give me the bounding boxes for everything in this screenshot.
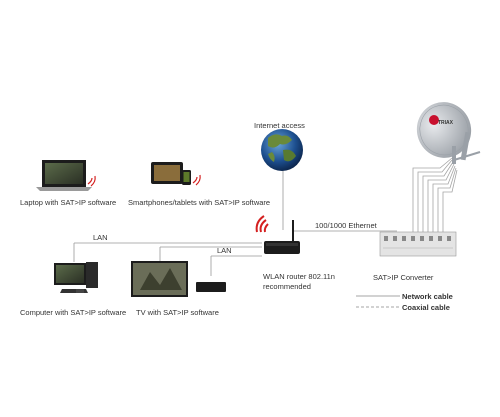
- legend-network-label: Network cable: [402, 292, 453, 301]
- router-icon: [255, 215, 300, 254]
- legend-coaxial-label: Coaxial cable: [402, 303, 450, 312]
- router-label-line1: WLAN router 802.11n: [263, 272, 335, 281]
- satip-converter-icon: [379, 231, 457, 257]
- lan-label-top: LAN: [93, 233, 108, 242]
- tablet-wifi-icon: [192, 174, 201, 186]
- globe-icon: [261, 129, 303, 171]
- legend-lines: [356, 295, 400, 308]
- ethernet-label: 100/1000 Ethernet: [315, 221, 377, 230]
- set-top-box-icon: [196, 282, 226, 292]
- computer-label: Computer with SAT>IP software: [20, 308, 127, 317]
- router-label-line2: recommended: [263, 282, 311, 291]
- coaxial-cables: [412, 157, 458, 232]
- laptop-label: Laptop with SAT>IP software: [20, 198, 117, 207]
- desktop-computer-icon: [54, 262, 98, 293]
- network-cables: [73, 170, 397, 276]
- laptop-wifi-icon: [87, 175, 96, 187]
- dish-brand-label: TRIAX: [438, 120, 454, 126]
- smartphones-label: Smartphones/tablets with SAT>IP software: [128, 198, 271, 207]
- satellite-dish-icon: TRIAX: [416, 102, 481, 164]
- laptop-icon: [36, 160, 92, 191]
- tv-icon: [131, 261, 188, 297]
- lan-label-mid: LAN: [217, 246, 232, 255]
- tv-label: TV with SAT>IP software: [136, 308, 219, 317]
- converter-label: SAT>IP Converter: [373, 273, 434, 282]
- tablet-icon: [151, 162, 191, 185]
- internet-access-label: Internet access: [254, 121, 305, 130]
